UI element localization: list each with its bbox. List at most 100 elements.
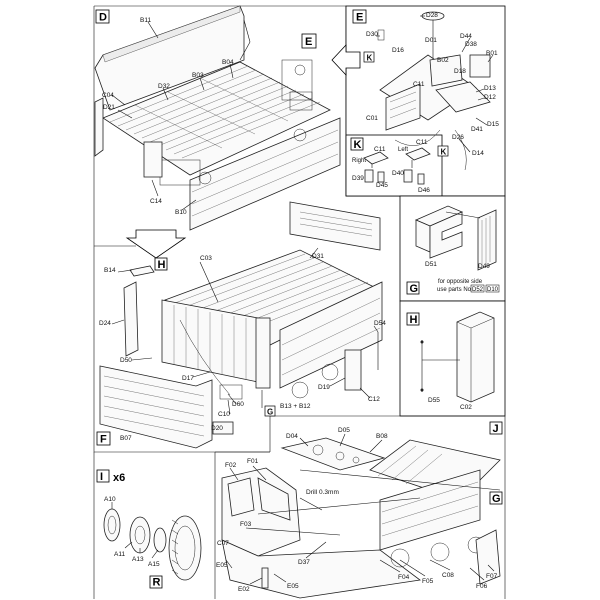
step-i-count: x6 (113, 472, 125, 484)
part-c02 (456, 311, 495, 403)
part-label-g: G (492, 493, 501, 505)
part-label-e_callout: E (305, 36, 312, 48)
panel-k-border (345, 134, 443, 197)
part-label-note2: use parts No (437, 287, 472, 293)
part-label-d05: D05 (338, 427, 350, 434)
part-label-d20: D20 (211, 425, 223, 432)
part-label-d26: D26 (452, 134, 464, 141)
part-label-c11a: C11 (374, 146, 386, 153)
part-b08 (280, 437, 386, 471)
part-label-h: H (158, 259, 166, 271)
part-label-f06: F06 (476, 583, 488, 590)
part-label-b07: B07 (120, 435, 132, 442)
part-label-d32: D32 (158, 83, 170, 90)
part-label-g: G (267, 408, 273, 417)
step-i: I x6 A10 A11 A13 A15 R (96, 469, 202, 589)
step-k: K Right Left C11 C11 D39 D45 D40 D46 (350, 137, 431, 194)
part-label-c11b: C11 (416, 139, 428, 146)
tire-r (168, 515, 202, 581)
part-label-d28: D28 (426, 12, 438, 19)
part-a10 (103, 508, 121, 542)
part-label-d17: D17 (182, 375, 194, 382)
part-label-f01: F01 (247, 458, 259, 465)
part-label-d38: D38 (465, 41, 477, 48)
part-label-b03: B03 (192, 72, 204, 79)
part-label-d55: D55 (428, 397, 440, 404)
part-label-a10: A10 (104, 496, 116, 503)
part-label-d30: D30 (366, 31, 378, 38)
part-label-b08: B08 (376, 433, 388, 440)
part-label-d60: D60 (232, 401, 244, 408)
step-d-label: D (99, 12, 107, 24)
arrow-d-to-f (125, 229, 187, 259)
part-c14 (143, 141, 163, 178)
part-d24 (123, 281, 139, 357)
part-label-d46: D46 (418, 187, 430, 194)
wheel-hub (129, 516, 151, 554)
hull (221, 539, 422, 599)
part-label-g: G (410, 283, 419, 295)
part-label-c07: C07 (217, 540, 229, 547)
part-label-c14: C14 (150, 198, 162, 205)
part-label-d51: D51 (425, 261, 437, 268)
part-label-c08: C08 (442, 572, 454, 579)
step-e: E D28 D30 D01 D16 D44 D38 B01 B02 D18 C1… (352, 9, 499, 171)
part-label-a11: A11 (114, 551, 125, 558)
part-label-c03: C03 (200, 255, 212, 262)
part-label-d01: D01 (425, 37, 437, 44)
part-label-d41: D41 (471, 126, 483, 133)
part-label-d49: D49 (478, 263, 490, 270)
part-label-c10: C10 (218, 411, 230, 418)
part-label-d54: D54 (374, 320, 386, 327)
part-label-d40: D40 (392, 170, 404, 177)
side-board-b10 (189, 117, 341, 231)
part-label-d19: D19 (318, 384, 330, 391)
step-d: D (94, 5, 361, 231)
part-e02 (261, 567, 269, 589)
part-label-c11: C11 (413, 81, 425, 88)
part-label-d15: D15 (487, 121, 499, 128)
part-label-d45: D45 (376, 182, 388, 189)
step-f: H (96, 201, 386, 449)
part-f01 (257, 477, 291, 521)
part-label-d10: D10 (487, 287, 499, 293)
step-j: J (216, 421, 503, 599)
part-label-e05b: E05 (287, 583, 299, 590)
part-label-f03: F03 (240, 521, 252, 528)
part-label-b11: B11 (140, 17, 151, 24)
part-label-e02: E02 (238, 586, 250, 593)
part-label-e: E (356, 12, 363, 24)
part-label-left: Left (398, 147, 408, 153)
part-label-b04: B04 (222, 59, 234, 66)
part-label-c01: C01 (366, 115, 378, 122)
part-label-f02: F02 (225, 462, 237, 469)
part-label-note1: for opposite side (438, 279, 483, 285)
step-g: D51 D49 G for opposite side use parts No… (406, 205, 500, 295)
part-label-b14: B14 (104, 267, 116, 274)
step-h: H D55 C02 (406, 311, 495, 411)
part-label-d39: D39 (352, 175, 364, 182)
part-label-e05a: E05 (216, 562, 228, 569)
part-label-b01: B01 (486, 50, 498, 57)
arrow-to-e (331, 43, 361, 77)
part-label-d52: D52 (472, 287, 484, 293)
part-label-r: R (153, 577, 161, 589)
part-label-i: I (100, 471, 103, 483)
part-label-d13: D13 (484, 85, 496, 92)
part-label-b10: B10 (175, 209, 187, 216)
part-label-j: J (493, 423, 499, 435)
part-label-d31: D31 (312, 253, 324, 260)
part-d20 (212, 421, 234, 435)
part-label-d24: D24 (99, 320, 111, 327)
part-label-f07: F07 (486, 573, 498, 580)
part-label-a15: A15 (148, 561, 160, 568)
part-label-drill: Drill 0.3mm (306, 489, 339, 496)
rear-gate-b07 (99, 365, 213, 449)
part-label-d37: D37 (298, 559, 310, 566)
part-label-right: Right (352, 158, 366, 164)
part-f07 (475, 529, 501, 585)
part-label-f05: F05 (422, 578, 434, 585)
part-c01 (385, 83, 421, 131)
part-label-d16: D16 (392, 47, 404, 54)
